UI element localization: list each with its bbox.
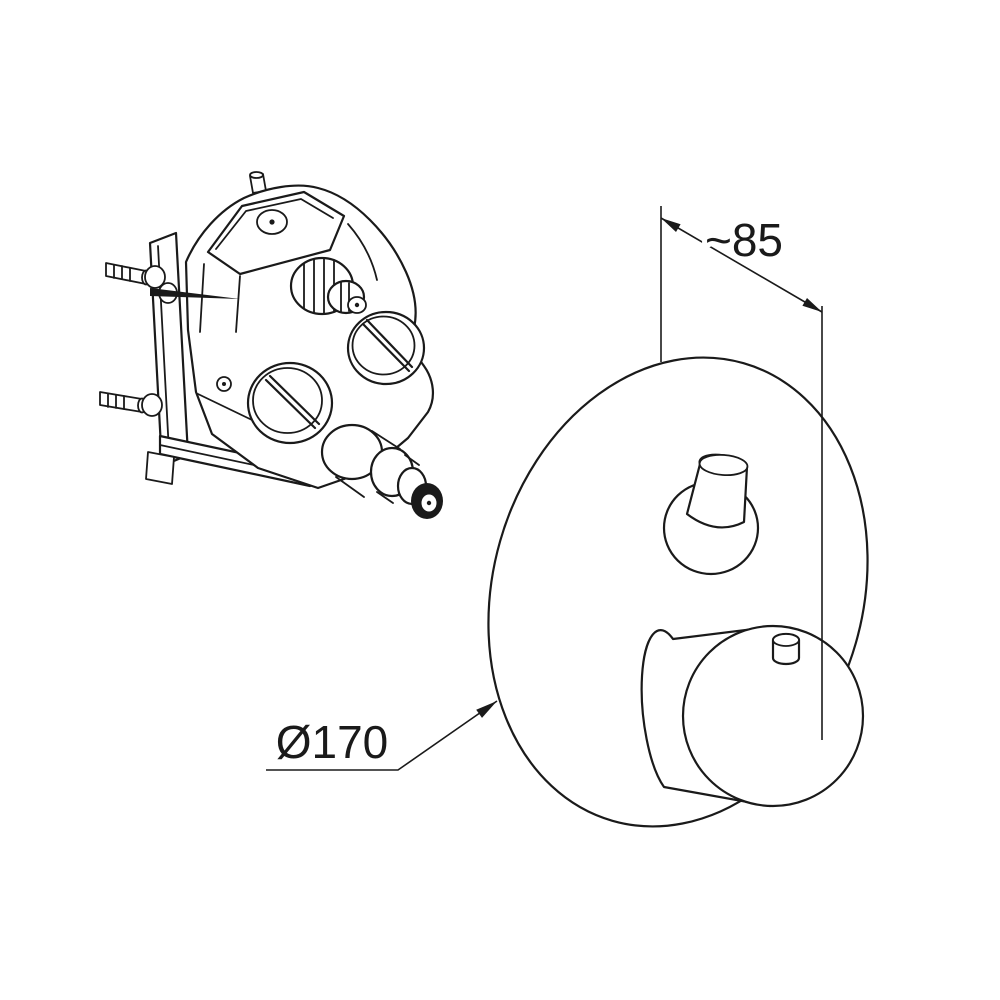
safety-button-top <box>772 633 800 647</box>
cartridge-edge-line <box>335 430 401 498</box>
valve-body <box>99 171 443 519</box>
knob-front-face <box>681 624 865 808</box>
leader-line <box>266 700 498 771</box>
top-pin-end <box>249 171 264 179</box>
housing-edge-line <box>235 275 241 333</box>
port-screw-slot <box>264 374 321 430</box>
dimension-depth: ~85 <box>660 206 823 740</box>
stud-thread-lines <box>107 393 125 410</box>
cover-edge-line <box>215 198 334 250</box>
cover-screw-dot <box>269 219 275 225</box>
housing-edge-line <box>347 223 378 281</box>
arrowhead-icon <box>476 701 497 718</box>
mounting-stud <box>99 391 143 413</box>
stud-thread-lines <box>113 264 131 282</box>
diameter-dimension-label: Ø170 <box>276 716 389 768</box>
dimension-line <box>660 217 823 313</box>
housing-edge-line <box>197 393 253 421</box>
dimension-diameter: Ø170 <box>266 700 498 773</box>
mounting-stud <box>105 262 147 285</box>
adjuster-stem-dot <box>354 302 360 308</box>
small-screw-dot <box>222 382 226 386</box>
adjuster-ribs <box>303 257 335 315</box>
bracket-foot <box>145 451 175 485</box>
bracket-boss <box>144 265 166 289</box>
lever-handle <box>662 453 760 576</box>
control-knob <box>640 624 865 808</box>
port-screw-slot <box>361 318 414 373</box>
lever-top-face <box>698 453 749 477</box>
arrowhead-icon <box>661 218 681 232</box>
service-port-rim <box>252 367 323 434</box>
cartridge-edge-line <box>376 454 420 504</box>
bracket-boss <box>141 393 163 417</box>
depth-dimension-label: ~85 <box>705 214 783 266</box>
cartridge-tip-dot <box>426 500 432 506</box>
arrowhead-icon <box>802 298 822 312</box>
pointer-needle <box>150 288 240 299</box>
service-port-rim <box>351 315 416 376</box>
housing-edge-line <box>199 263 205 333</box>
